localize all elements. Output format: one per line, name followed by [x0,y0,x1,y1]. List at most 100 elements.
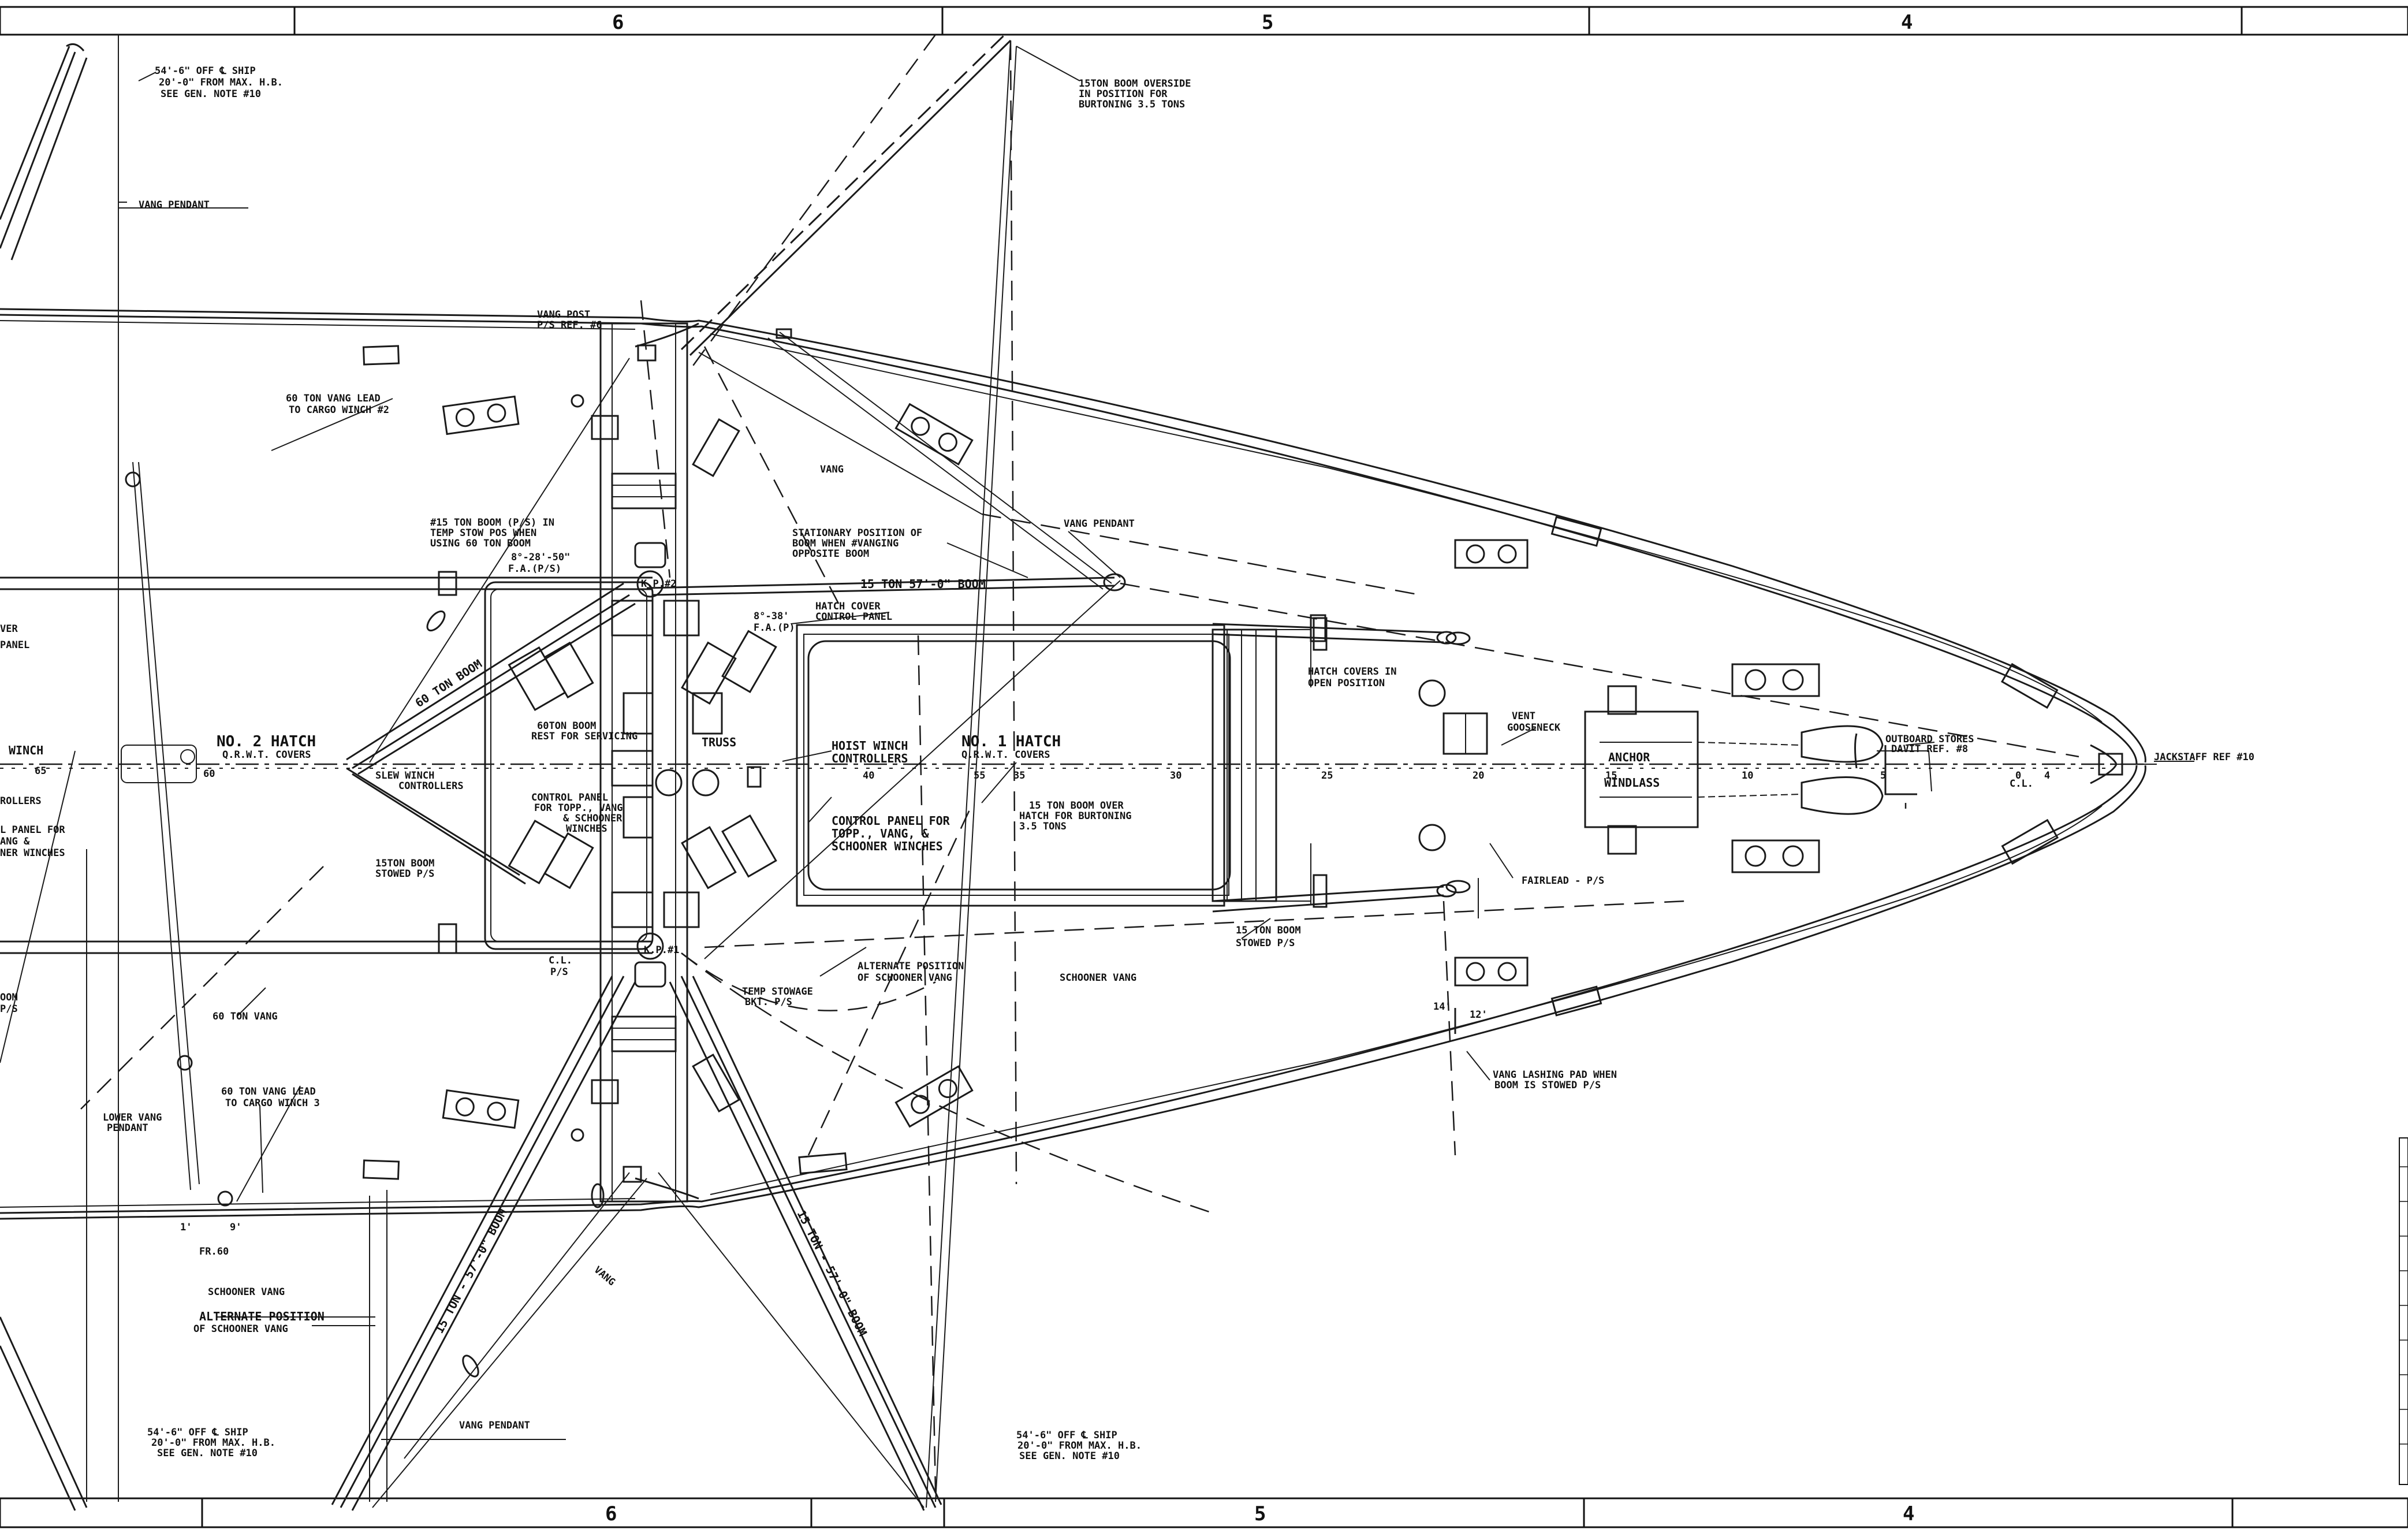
boom-57-top-label: 15 TON 57'-0" BOOM [860,577,986,591]
boom-15ton-overside [680,34,1012,356]
frame-number-4: 4 [2044,770,2050,782]
hatch-cover-cp-1: HATCH COVER [815,601,881,612]
left-edge-text-1: VER [0,623,18,635]
no1-hatch [796,617,1328,908]
slew-winch-ctrl-1: SLEW WINCH [375,770,434,782]
schooner-vang-mid: SCHOONER VANG [1060,972,1136,984]
boom-rest-2: REST FOR SERVICING [531,731,638,742]
lower-vang-2: PENDANT [107,1122,148,1134]
left-edge-text-9: P/S [0,1003,18,1015]
stationary-3: OPPOSITE BOOM [792,548,869,560]
boom-pos-bl-1: 54'-6" OFF ℄ SHIP [147,1427,248,1438]
zone-top-5: 5 [1262,11,1273,34]
left-edge-text-8: OOM [0,992,18,1003]
fr60-label: FR.60 [199,1246,229,1257]
rigging-lines [0,35,1121,1508]
boom-overside-1: 15TON BOOM OVERSIDE [1079,78,1191,90]
jackstaff-label: JACKSTAFF REF #10 [2154,751,2254,763]
vang-post-lower [571,1128,699,1200]
boom-overside-3: BURTONING 3.5 TONS [1079,99,1185,110]
boom-15ton-stowed-upper [1212,614,1457,645]
frame-number-25: 25 [1321,770,1333,782]
vang-pendant-upper-label: VANG PENDANT [1064,518,1135,530]
boom-stowed-left-2: STOWED P/S [375,868,434,880]
vang-lashing-1: VANG LASHING PAD WHEN [1493,1069,1617,1081]
vang-lead-bottom-1: 60 TON VANG LEAD [221,1086,316,1097]
angle-top-label: 8°-28'-50" [511,552,570,563]
alt-position-low-2: OF SCHOONER VANG [193,1323,288,1335]
frame-number-10: 10 [1742,770,1753,782]
vang-low-label: VANG [592,1264,617,1289]
dashed-swing-lines [80,34,2079,1491]
king-post-platform [0,322,777,1203]
jackstaff [2098,753,2151,776]
temp-stowage-2: BKT. P/S [745,996,792,1008]
vent-gooseneck [1418,679,1488,851]
control-panel-small-3: & SCHOONER [563,813,622,824]
hatch-cover-cp-2: CONTROL PANEL [815,611,892,623]
frame-number-20: 20 [1473,770,1484,782]
hatch-covers-open-1: HATCH COVERS IN [1308,666,1397,678]
boom-15ton-lower-right [669,976,942,1511]
drawing-border [0,6,2408,1528]
slew-winch-ctrl-2: CONTROLLERS [398,780,464,792]
control-panel-small-2: FOR TOPP., VANG [534,802,623,814]
leader-lines [118,46,2194,1440]
frame-number-5: 5 [1880,770,1886,782]
frame-number-65: 65 [35,765,46,777]
vang-lead-top-2: TO CARGO WINCH #2 [289,404,389,416]
boom-over-hatch-3: 3.5 TONS [1019,821,1067,832]
boom-over-hatch-2: HATCH FOR BURTONING [1019,810,1131,822]
king-post-1-label: K.P.#1 [644,944,679,956]
fa-mid-label: F.A.(P) [754,622,795,634]
left-edge-text-5: L PANEL FOR [0,824,65,836]
left-edge-text-6: ANG & [0,836,30,847]
boom-stowed-left-1: 15TON BOOM [375,858,434,869]
no2-hatch-1: NO. 2 HATCH [217,733,316,750]
anchor-windlass-2: WINDLASS [1604,776,1660,790]
no2-hatch-2: Q.R.W.T. COVERS [222,749,311,761]
boom-stowed-right-1: 15 TON BOOM [1236,925,1301,936]
dim-mark-cl: C.L. [549,955,572,966]
frame-number-30: 30 [1170,770,1181,782]
boom-57-low-left: 15 TON - 57'-0" BOOM [432,1206,509,1335]
dim-mark-14ft: 14' [1433,1001,1451,1013]
alt-position-mid-1: ALTERNATE POSITION [858,961,964,972]
boom-rest-1: 60TON BOOM [537,720,596,732]
left-edge-text-4: ROLLERS [0,795,42,807]
bitts [442,395,1820,1129]
boom-upper-left [0,43,88,261]
outboard-stores-2: DAVIT REF. #8 [1891,743,1968,755]
alt-position-mid-2: OF SCHOONER VANG [858,972,952,984]
left-edge-text-2: PANEL [0,639,29,651]
boom-15ton-upper [646,573,1126,596]
vang-60-ton-label: 60 TON VANG [213,1011,278,1022]
boom-15ton-stowed-lower [1212,884,1457,913]
boom-pos-bc-2: 20'-0" FROM MAX. H.B. [1017,1440,1142,1452]
angle-mid-label: 8°-38' [754,611,789,622]
control-panel-main-2: TOPP., VANG, & [832,827,930,840]
control-panel-main-3: SCHOONER WINCHES [832,839,943,853]
vent-gooseneck-1: VENT [1512,710,1535,722]
boom-pos-bl-2: 20'-0" FROM MAX. H.B. [151,1437,275,1449]
alt-position-low-1: ALTERNATE POSITION [199,1309,325,1323]
control-panel-main-1: CONTROL PANEL FOR [832,814,950,828]
vang-upper-label: VANG [820,464,844,475]
frame-number-15: 15 [1605,770,1617,782]
vang-post-label-1: VANG POST [537,309,590,321]
boom-lower-left-edge [0,1316,88,1511]
no1-hatch-2: Q.R.W.T. COVERS [961,749,1050,761]
frame-number-35: 35 [1013,770,1025,782]
boom-pos-bc-1: 54'-6" OFF ℄ SHIP [1016,1430,1117,1441]
frame-number-55: 55 [974,770,985,782]
frame-number-60: 60 [203,768,215,780]
control-panel-small-1: CONTROL PANEL [531,792,608,803]
control-panel-small-4: WINCHES [566,823,607,835]
anchor-windlass [1584,685,1884,855]
boom-in-temp-1: #15 TON BOOM (P/S) IN [430,517,554,529]
stationary-2: BOOM WHEN #VANGING [792,538,899,549]
zone-bottom-5: 5 [1254,1502,1266,1525]
boom-pos-note-top-2: 20'-0" FROM MAX. H.B. [159,77,283,88]
hatch-covers-open-2: OPEN POSITION [1308,678,1385,689]
